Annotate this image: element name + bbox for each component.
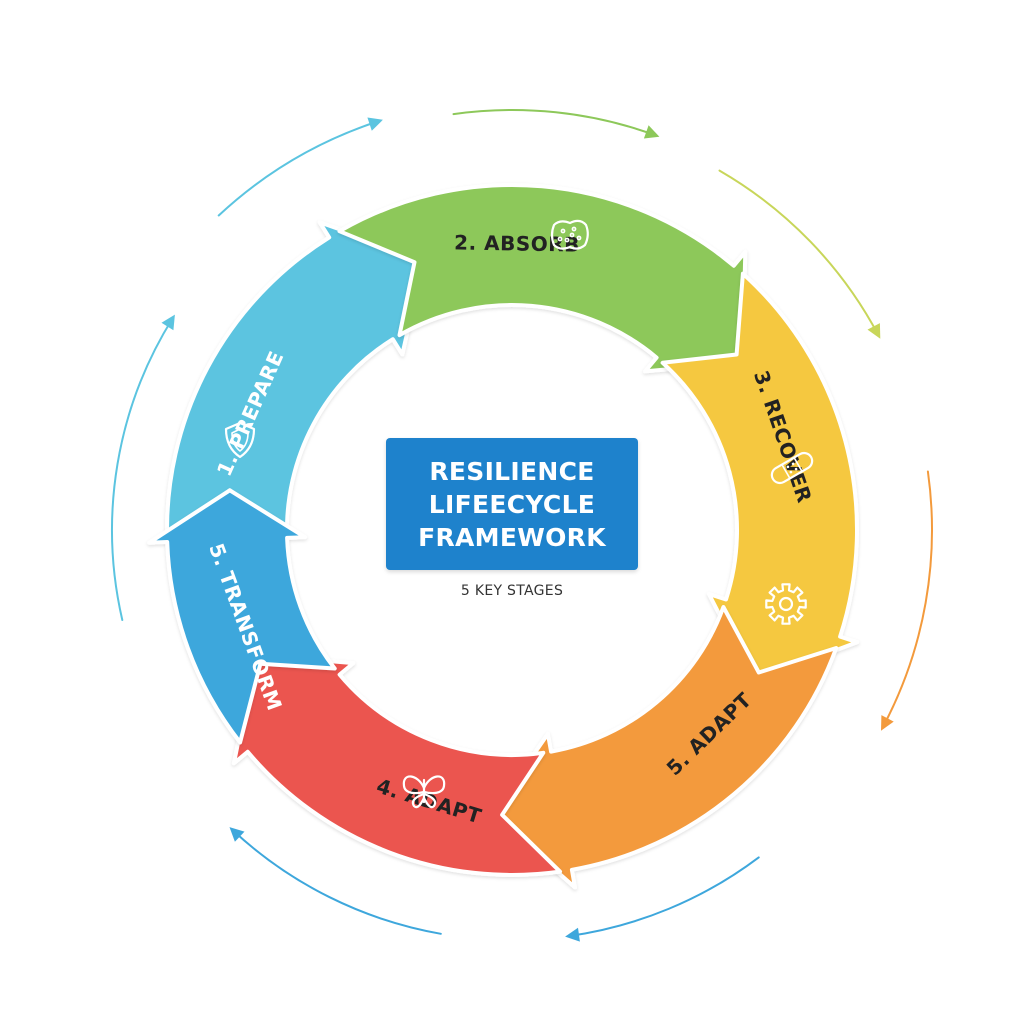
- stage-segment-6: [147, 488, 337, 745]
- outer-flow-arrow-6: [231, 828, 442, 935]
- stage-label-2: 2. ABSORB: [454, 230, 580, 256]
- title-line-1: RESILIENCE: [429, 456, 595, 486]
- subtitle: 5 KEY STAGES: [460, 583, 564, 599]
- outer-flow-arrow-4: [881, 470, 933, 729]
- stage-segment-4: [490, 605, 839, 890]
- gear-icon: [765, 583, 807, 625]
- title-line-2: LIFEECYCLE: [428, 489, 596, 519]
- outer-flow-arrow-7: [111, 317, 174, 621]
- outer-flow-arrowhead-1: [367, 117, 383, 131]
- butterfly-icon: [402, 775, 446, 809]
- outer-flow-arrow-1: [217, 120, 381, 217]
- bandage-icon: [770, 451, 814, 485]
- stage-segment-2: [337, 182, 748, 374]
- outer-flow-arrowhead-4: [881, 715, 894, 731]
- outer-flow-arrowhead-7: [161, 314, 175, 331]
- outer-flow-arrowhead-3: [867, 323, 881, 339]
- title-line-3: FRAMEWORK: [418, 522, 606, 552]
- shield-icon: [224, 421, 256, 459]
- outer-flow-arrow-2: [452, 109, 657, 137]
- outer-flow-arrow-5: [568, 856, 760, 937]
- stage-segment-3: [660, 271, 860, 683]
- outer-flow-arrow-3: [718, 169, 880, 337]
- stage-segment-1: [165, 220, 426, 544]
- sponge-icon: [550, 219, 589, 250]
- outer-flow-arrowhead-6: [229, 827, 245, 842]
- outer-flow-arrowhead-5: [565, 927, 580, 942]
- title-box: RESILIENCE LIFEECYCLE FRAMEWORK: [386, 438, 638, 570]
- stage-segment-5: [231, 652, 562, 877]
- outer-flow-arrowhead-2: [643, 125, 660, 139]
